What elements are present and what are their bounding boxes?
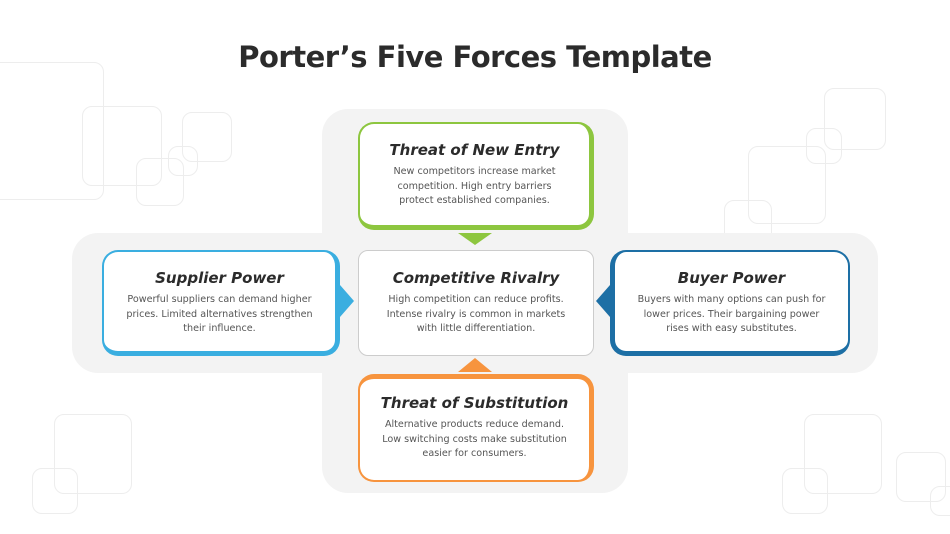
decorative-square [930,486,950,516]
decorative-square [896,452,946,502]
card-buyer-power: Buyer Power Buyers with many options can… [610,250,850,356]
card-text: Powerful suppliers can demand higher pri… [126,294,313,334]
card-title: Buyer Power [677,269,786,287]
page-title: Porter’s Five Forces Template [238,40,712,74]
card-threat-of-new-entry: Threat of New Entry New competitors incr… [358,122,594,230]
decorative-square [168,146,198,176]
card-title: Supplier Power [155,269,284,287]
card-competitive-rivalry: Competitive Rivalry High competition can… [358,250,594,356]
card-title: Threat of Substitution [380,394,569,412]
card-threat-of-substitution: Threat of Substitution Alternative produ… [358,374,594,482]
decorative-square [32,468,78,514]
card-title: Competitive Rivalry [392,269,560,287]
decorative-square [748,146,826,224]
card-supplier-power: Supplier Power Powerful suppliers can de… [102,250,340,356]
arrow-left-icon [596,285,610,317]
decorative-square [782,468,828,514]
decorative-square [0,62,104,200]
card-text: High competition can reduce profits. Int… [386,294,566,334]
decorative-square [824,88,886,150]
decorative-square [54,414,132,494]
card-text: Alternative products reduce demand. Low … [382,419,567,459]
decorative-square [804,414,882,494]
card-text: Buyers with many options can push for lo… [637,294,826,334]
arrow-up-icon [458,358,492,372]
arrow-right-icon [340,285,354,317]
card-text: New competitors increase market competit… [393,166,556,206]
decorative-square [806,128,842,164]
decorative-square [136,158,184,206]
arrow-down-icon [458,233,492,245]
card-title: Threat of New Entry [389,141,560,159]
decorative-square [182,112,232,162]
decorative-square [82,106,162,186]
